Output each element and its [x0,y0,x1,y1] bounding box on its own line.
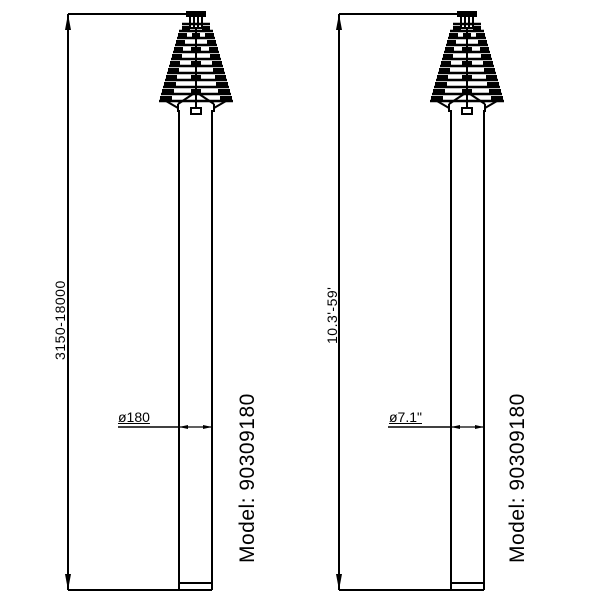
left-diameter-label: ø180 [118,409,150,425]
left-height-dimension: 3150-18000 [52,280,68,360]
left-pole-drawing [65,10,235,591]
right-diameter-label: ø7.1" [389,409,422,425]
left-model-label: Model: 90309180 [236,393,259,563]
right-pole-drawing [336,10,506,591]
right-model-label: Model: 90309180 [506,393,529,563]
right-height-dimension: 10.3'-59' [324,286,340,344]
